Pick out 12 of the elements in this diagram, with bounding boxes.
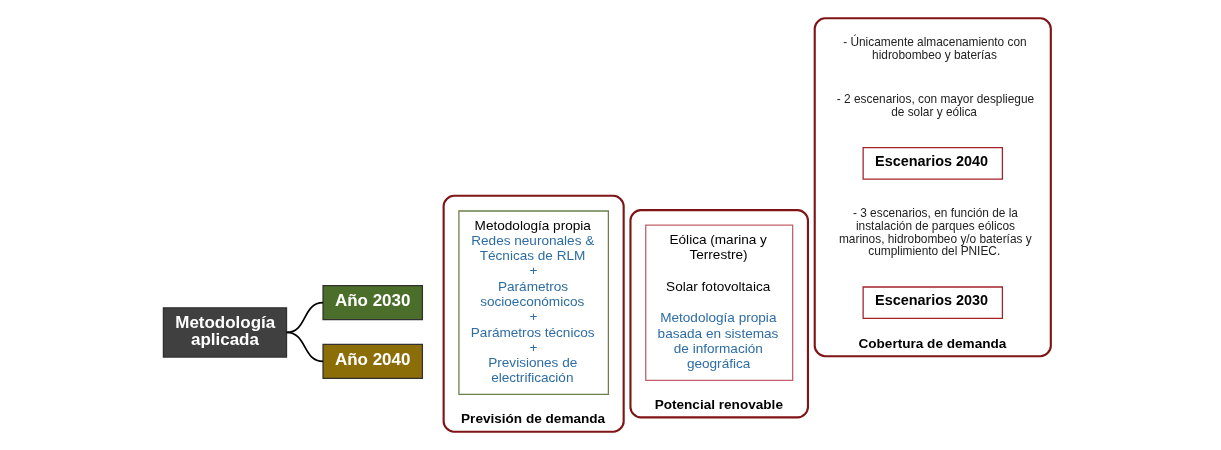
label: - Únicamente almacenamiento con hidrobombeo y baterías — [843, 35, 1027, 63]
node-box: Eólica (marina y Terrestre) Solar fotovoltaica Metodología propia basada en sistemas de información geográfica — [645, 224, 794, 381]
node-box: Escenarios 2030 — [862, 286, 1004, 320]
node-box: Metodología aplicada — [162, 307, 288, 358]
node-box: Año 2040 — [322, 343, 424, 379]
node-box: Metodología propia Redes neuronales & Técnicas de RLM + Parámetros socioeconómicos + Parámetros técnicos + Previsiones de electrificación — [458, 210, 609, 396]
label: - 2 escenarios, con mayor despliegue de solar y eólica — [836, 92, 1035, 120]
connector — [285, 331, 324, 363]
label: - 3 escenarios, en función de la instalación de parques eólicos marinos, hidrobombeo y/o baterías y cumplimiento del PNIEC. — [838, 206, 1032, 259]
node-box: Año 2030 — [322, 285, 424, 321]
connector — [285, 301, 324, 334]
node-box: Escenarios 2040 — [862, 147, 1004, 180]
